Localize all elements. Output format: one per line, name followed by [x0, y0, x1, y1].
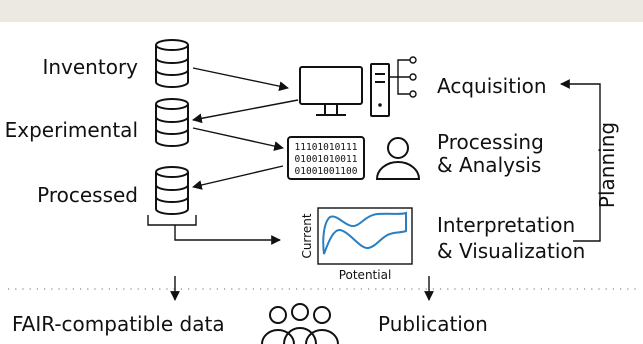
database-icon-experimental: [155, 98, 189, 147]
label-publication: Publication: [378, 312, 488, 336]
label-processing: Processing: [437, 130, 544, 154]
label-fair-data: FAIR-compatible data: [12, 312, 225, 336]
arrow-processing-to-processed: [192, 165, 284, 190]
top-bar: [0, 0, 643, 22]
label-interpretation: Interpretation: [437, 213, 575, 237]
arrow-acquisition-to-experimental: [192, 99, 299, 124]
binary-line-3: 01001001100: [295, 166, 358, 177]
database-bracket: [147, 215, 197, 226]
arrow-experimental-to-processing: [192, 127, 284, 151]
arrow-inventory-to-acquisition: [192, 67, 289, 91]
planning-loop-arrow: [560, 79, 601, 242]
label-analysis: & Analysis: [437, 153, 541, 177]
binary-line-2: 01001010011: [295, 154, 358, 165]
group-icon: [261, 303, 339, 344]
label-visualization: & Visualization: [437, 239, 585, 263]
cv-curve: [322, 211, 407, 255]
binary-line-1: 11101010111: [295, 142, 358, 153]
label-acquisition: Acquisition: [437, 74, 547, 98]
label-experimental: Experimental: [5, 118, 138, 142]
database-icon-processed: [155, 166, 189, 215]
plot-xlabel: Potential: [339, 268, 392, 282]
binary-data-box: 11101010111 01001010011 01001001100: [287, 136, 365, 180]
label-planning: Planning: [595, 122, 619, 208]
arrow-processed-to-interpretation: [174, 225, 281, 245]
computer-icon: [299, 56, 417, 117]
label-inventory: Inventory: [42, 55, 138, 79]
current-potential-plot: Potential Current: [300, 207, 413, 282]
person-icon: [375, 137, 421, 180]
plot-ylabel: Current: [300, 213, 314, 258]
label-processed: Processed: [37, 183, 138, 207]
database-icon-inventory: [155, 39, 189, 88]
